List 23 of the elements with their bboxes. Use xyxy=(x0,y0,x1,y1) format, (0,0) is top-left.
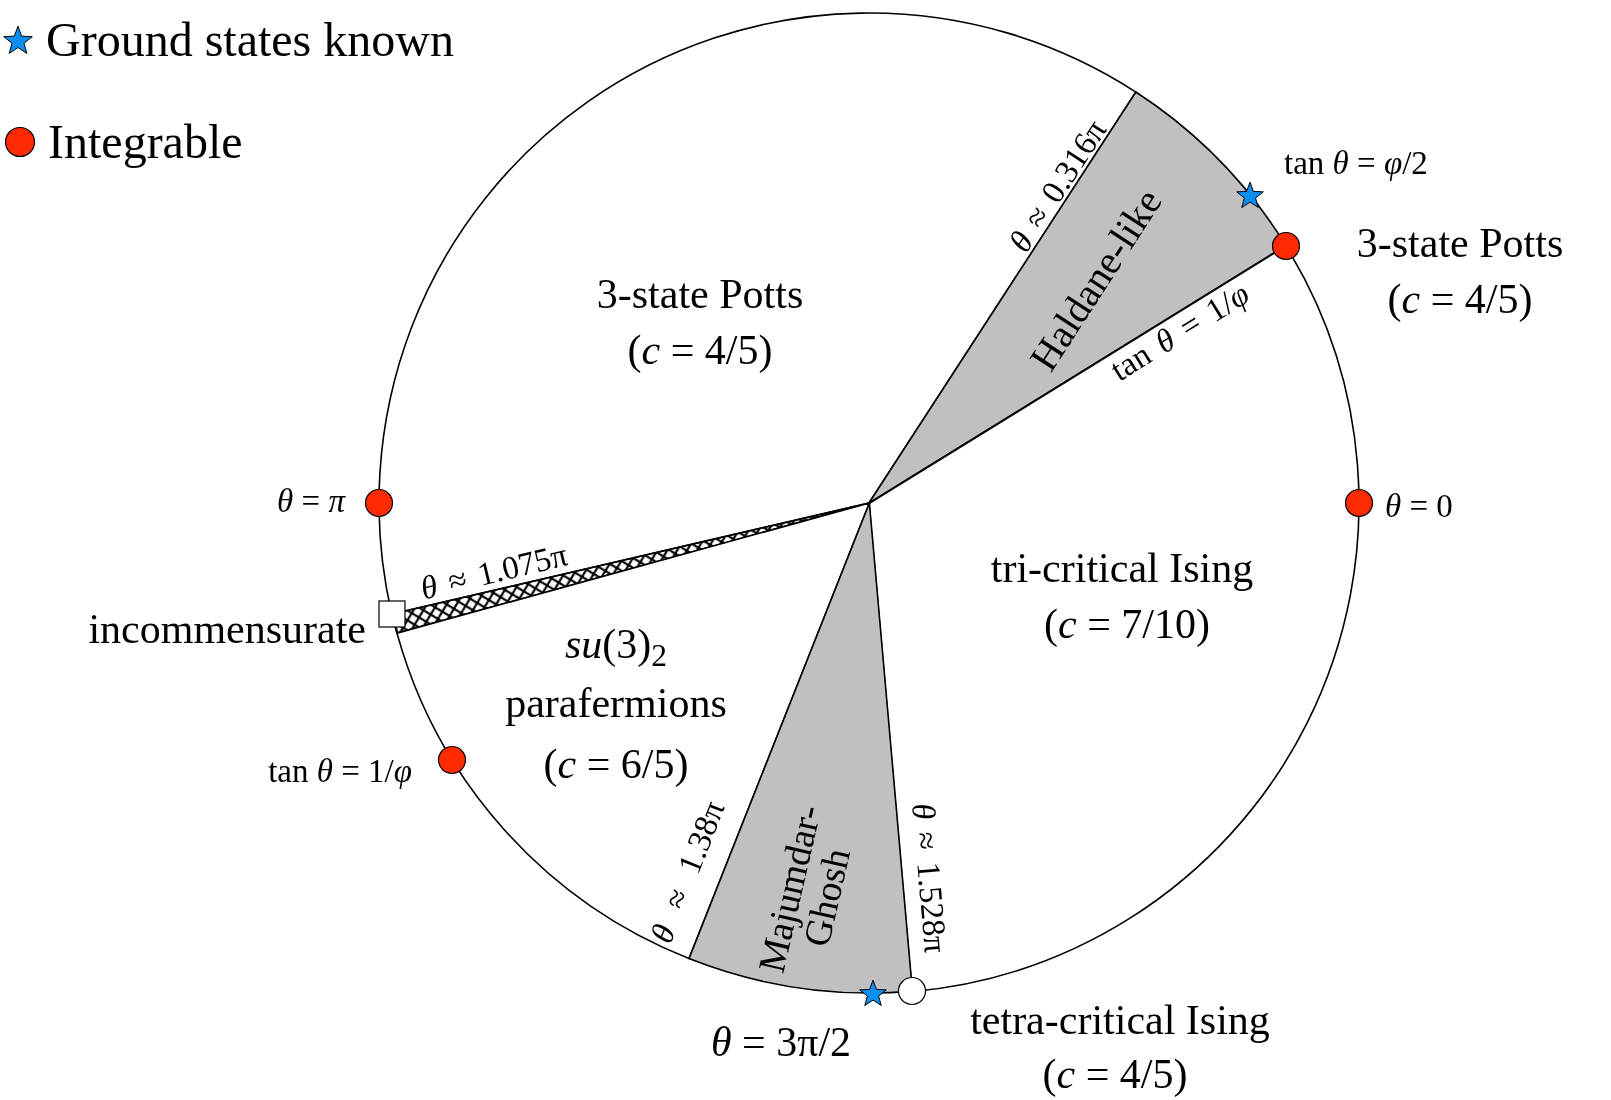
boundary-label: θ ≈ 1.528π xyxy=(906,801,952,955)
boundary-label: θ ≈ 1.075π xyxy=(417,538,571,606)
point-label: (c = 4/5) xyxy=(1042,1053,1188,1095)
region-label: (c = 4/5) xyxy=(626,329,774,371)
region-label: tri-critical Ising xyxy=(989,547,1255,589)
region-label: parafermions xyxy=(504,682,728,724)
region-label: (c = 6/5) xyxy=(542,743,690,785)
point-label: 3-state Potts xyxy=(1356,222,1564,264)
region-label: Majumdar-Ghosh xyxy=(748,800,860,979)
point-label: θ = 3π/2 xyxy=(710,1021,852,1063)
point-label: θ = π xyxy=(277,484,345,518)
boundary-label: θ ≈ 1.38π xyxy=(645,796,731,948)
region-label: (c = 7/10) xyxy=(1043,603,1211,645)
point-label: tan θ = φ/2 xyxy=(1284,146,1428,180)
point-label: tetra-critical Ising xyxy=(970,999,1270,1041)
region-label: su(3)$_{2}$ xyxy=(563,623,669,665)
legend-label: Ground states known xyxy=(46,16,454,64)
legend-label: Integrable xyxy=(48,118,243,166)
point-label: θ = 0 xyxy=(1385,489,1453,523)
point-label: (c = 4/5) xyxy=(1387,278,1533,320)
point-label: incommensurate xyxy=(88,608,366,650)
region-label: 3-state Potts xyxy=(595,273,805,315)
point-label: tan θ = 1/φ xyxy=(268,754,412,788)
